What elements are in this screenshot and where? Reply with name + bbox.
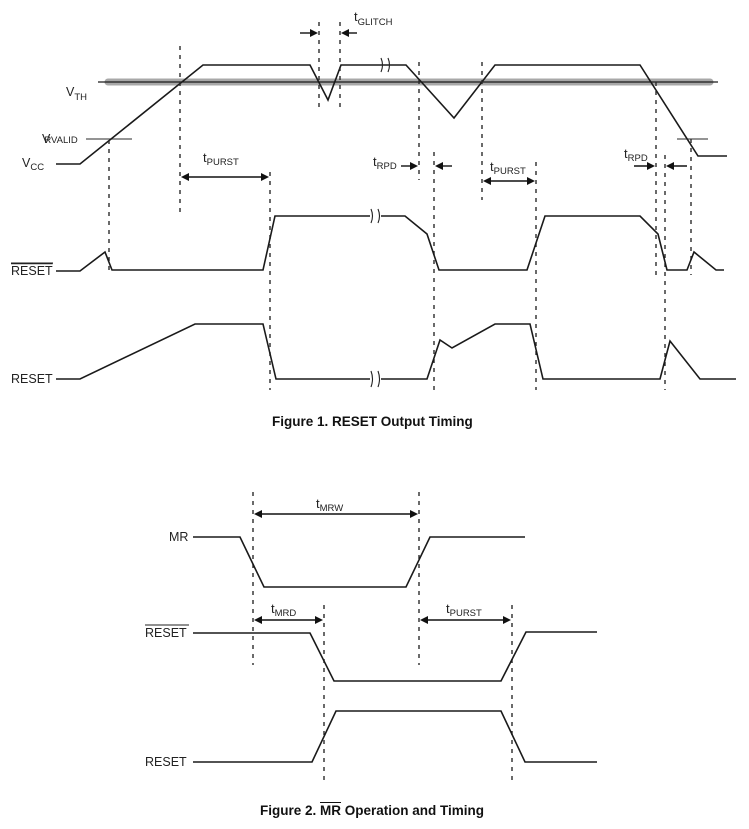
arrowhead-right [310, 29, 318, 37]
arrowhead-right [527, 177, 535, 185]
reset-waveform-1b [381, 323, 736, 380]
mr-waveform [193, 536, 525, 588]
arrowhead-left [341, 29, 349, 37]
reset-waveform-1 [56, 323, 370, 380]
arrowhead-right [410, 162, 418, 170]
vrvalid-label: VRVALID [42, 132, 78, 146]
arrowhead-left [420, 616, 428, 624]
figure-2: MR RESET RESET tMRW tMRD tPURST [145, 492, 597, 785]
arrowhead-left [483, 177, 491, 185]
figure-1: VTH VRVALID VCC RESET RESET tPURST tGLIT… [11, 9, 736, 390]
vcc-waveform [56, 64, 727, 165]
arrowhead-left [254, 616, 262, 624]
reset-bar-waveform-2 [193, 631, 597, 682]
arrowhead-right [410, 510, 418, 518]
arrowhead-right [647, 162, 655, 170]
t-mrw-label: tMRW [316, 496, 343, 514]
arrowhead-right [503, 616, 511, 624]
mr-label: MR [169, 530, 188, 544]
reset-bar-waveform-1 [56, 215, 370, 272]
t-rpd-label-2: tRPD [624, 146, 648, 164]
vcc-label: VCC [22, 156, 44, 173]
figure-2-caption-mr: MR [320, 803, 342, 818]
reset-bar-waveform-1b [381, 215, 724, 271]
figure-1-caption: Figure 1. RESET Output Timing [272, 414, 473, 429]
reset-label-2: RESET [145, 755, 187, 769]
reset-label-1: RESET [11, 372, 53, 386]
arrowhead-left [254, 510, 262, 518]
vth-label: VTH [66, 85, 87, 103]
arrowhead-left [666, 162, 674, 170]
t-purst-label-1: tPURST [203, 150, 239, 168]
figure-2-caption: Figure 2. MR Operation and Timing [260, 803, 484, 818]
figure-2-caption-suffix: Operation and Timing [341, 803, 485, 818]
t-purst-label-fig2: tPURST [446, 601, 482, 619]
t-rpd-label-1: tRPD [373, 154, 397, 172]
break-mark-reset-bar [370, 208, 381, 224]
arrowhead-left [435, 162, 443, 170]
reset-waveform-2 [193, 710, 597, 763]
break-mark-vcc [380, 57, 391, 73]
break-mark-reset [370, 370, 381, 388]
t-mrd-label: tMRD [271, 601, 296, 619]
reset-bar-label-2: RESET [145, 626, 187, 640]
t-purst-label-2: tPURST [490, 159, 526, 177]
reset-bar-label-1: RESET [11, 264, 53, 278]
figure-2-caption-prefix: Figure 2. [260, 803, 321, 818]
t-glitch-label: tGLITCH [354, 9, 393, 28]
arrowhead-right [261, 173, 269, 181]
arrowhead-left [181, 173, 189, 181]
arrowhead-right [315, 616, 323, 624]
